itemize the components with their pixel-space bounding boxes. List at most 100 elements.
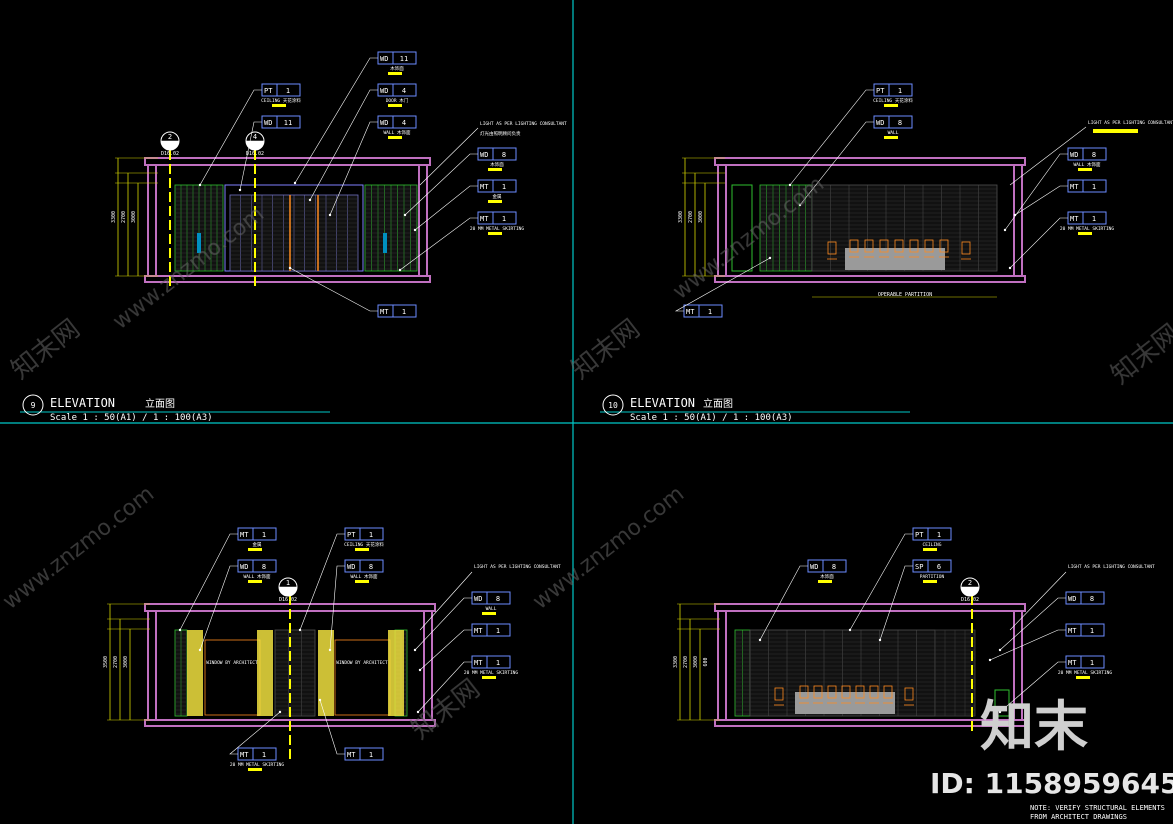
tag-number: 1 (937, 531, 941, 539)
tag-subtitle: 20 MM METAL SKIRTING (1060, 226, 1114, 232)
wall-light (383, 233, 387, 253)
tag-underline (818, 580, 832, 583)
tag-subtitle: 木饰面 (390, 65, 404, 72)
leader-line (417, 661, 472, 713)
tag-subtitle: 20 MM METAL SKIRTING (230, 762, 284, 768)
tag-code: MT (380, 308, 389, 316)
marker-half (961, 587, 979, 596)
leader-dot (413, 648, 417, 652)
tag-code: PT (347, 531, 356, 539)
leader-line (319, 699, 345, 755)
leader-dot (768, 256, 772, 260)
title-number-badge (22, 394, 44, 416)
tag-subtitle: DOOR 木门 (386, 97, 409, 104)
leader-line (674, 257, 771, 312)
side-panel-left (174, 629, 188, 717)
tag-code: WD (1070, 151, 1078, 159)
marker-half (279, 587, 297, 596)
leader-line (999, 597, 1066, 651)
tag-code: WD (810, 563, 818, 571)
leader-line (414, 185, 478, 231)
brand-logo: 知末 ID: 1158959645 (930, 695, 1173, 800)
footer-note: NOTE: VERIFY STRUCTURAL ELEMENTS FROM AR… (1030, 804, 1165, 821)
dim-text: 3000 (693, 656, 699, 668)
chair (841, 685, 851, 699)
tag-underline (488, 232, 502, 235)
title-block-10: 10 ELEVATION 立面图 Scale 1 : 50(A1) / 1 : … (600, 394, 910, 423)
leader-line (879, 565, 913, 641)
ceiling-slab (714, 603, 1026, 612)
curtain (257, 630, 273, 716)
tag-number: 1 (1092, 183, 1096, 191)
tag-code: WD (240, 563, 248, 571)
tag-number: 1 (1090, 659, 1094, 667)
tag-underline (482, 612, 496, 615)
window-note: WINDOW BY ARCHITECT (336, 660, 388, 666)
lighting-note: LIGHT AS PER LIGHTING CONSULTANT (1088, 120, 1173, 126)
tag-code: MT (240, 751, 249, 759)
tag-code: SP (915, 563, 923, 571)
tag-number: 8 (262, 563, 266, 571)
leader-dot (298, 628, 302, 632)
leader-dot (398, 268, 402, 272)
side-cabinet (994, 689, 1010, 717)
leader-dot (878, 638, 882, 642)
tag-underline (488, 200, 502, 203)
tag-underline (482, 676, 496, 679)
lighting-note: LIGHT AS PER LIGHTING CONSULTANT (474, 564, 561, 570)
partition-label: OPERABLE PARTITION (878, 292, 932, 298)
image-id: ID: 1158959645 (930, 767, 1173, 800)
tag-number: 8 (369, 563, 373, 571)
tag-subtitle: WALL 木饰面 (243, 573, 271, 580)
chair (827, 241, 837, 255)
dim-text: 2700 (113, 656, 119, 668)
wall-light (197, 233, 201, 253)
conference-chairs (849, 239, 949, 258)
lighting-note: LIGHT AS PER LIGHTING CONSULTANT (480, 121, 567, 127)
center-panel (274, 629, 316, 717)
dim-text: 600 (703, 657, 709, 666)
leader-dot (788, 183, 792, 187)
tag-underline (248, 768, 262, 771)
tag-subtitle: 木饰面 (490, 161, 504, 168)
leader-dot (758, 638, 762, 642)
leader-line (199, 565, 238, 651)
side-panel-left (734, 629, 751, 717)
leader-line (329, 121, 378, 216)
svg-text:NOTE: VERIFY STRUCTURAL ELEMEN: NOTE: VERIFY STRUCTURAL ELEMENTS (1030, 804, 1165, 812)
tag-code: MT (480, 183, 489, 191)
leader-line (1009, 217, 1068, 269)
partition-panels (749, 629, 936, 717)
tag-code: PT (876, 87, 885, 95)
tag-number: 1 (402, 308, 406, 316)
tag-underline (1078, 232, 1092, 235)
leader-line (999, 661, 1066, 713)
tag-subtitle: WALL 木饰面 (1073, 161, 1101, 168)
wall-panels-right (364, 184, 418, 272)
tag-underline (355, 548, 369, 551)
leader-line (404, 153, 478, 216)
conference-chairs (774, 687, 784, 706)
tag-subtitle: WALL (486, 606, 497, 612)
tag-code: MT (474, 659, 483, 667)
leader-dot (178, 628, 182, 632)
window-right (334, 639, 391, 716)
tag-number: 1 (898, 87, 902, 95)
leader-dot (798, 203, 802, 207)
floor-slab (714, 275, 1026, 283)
leader-dot (238, 188, 242, 192)
leader-line (1004, 153, 1068, 231)
